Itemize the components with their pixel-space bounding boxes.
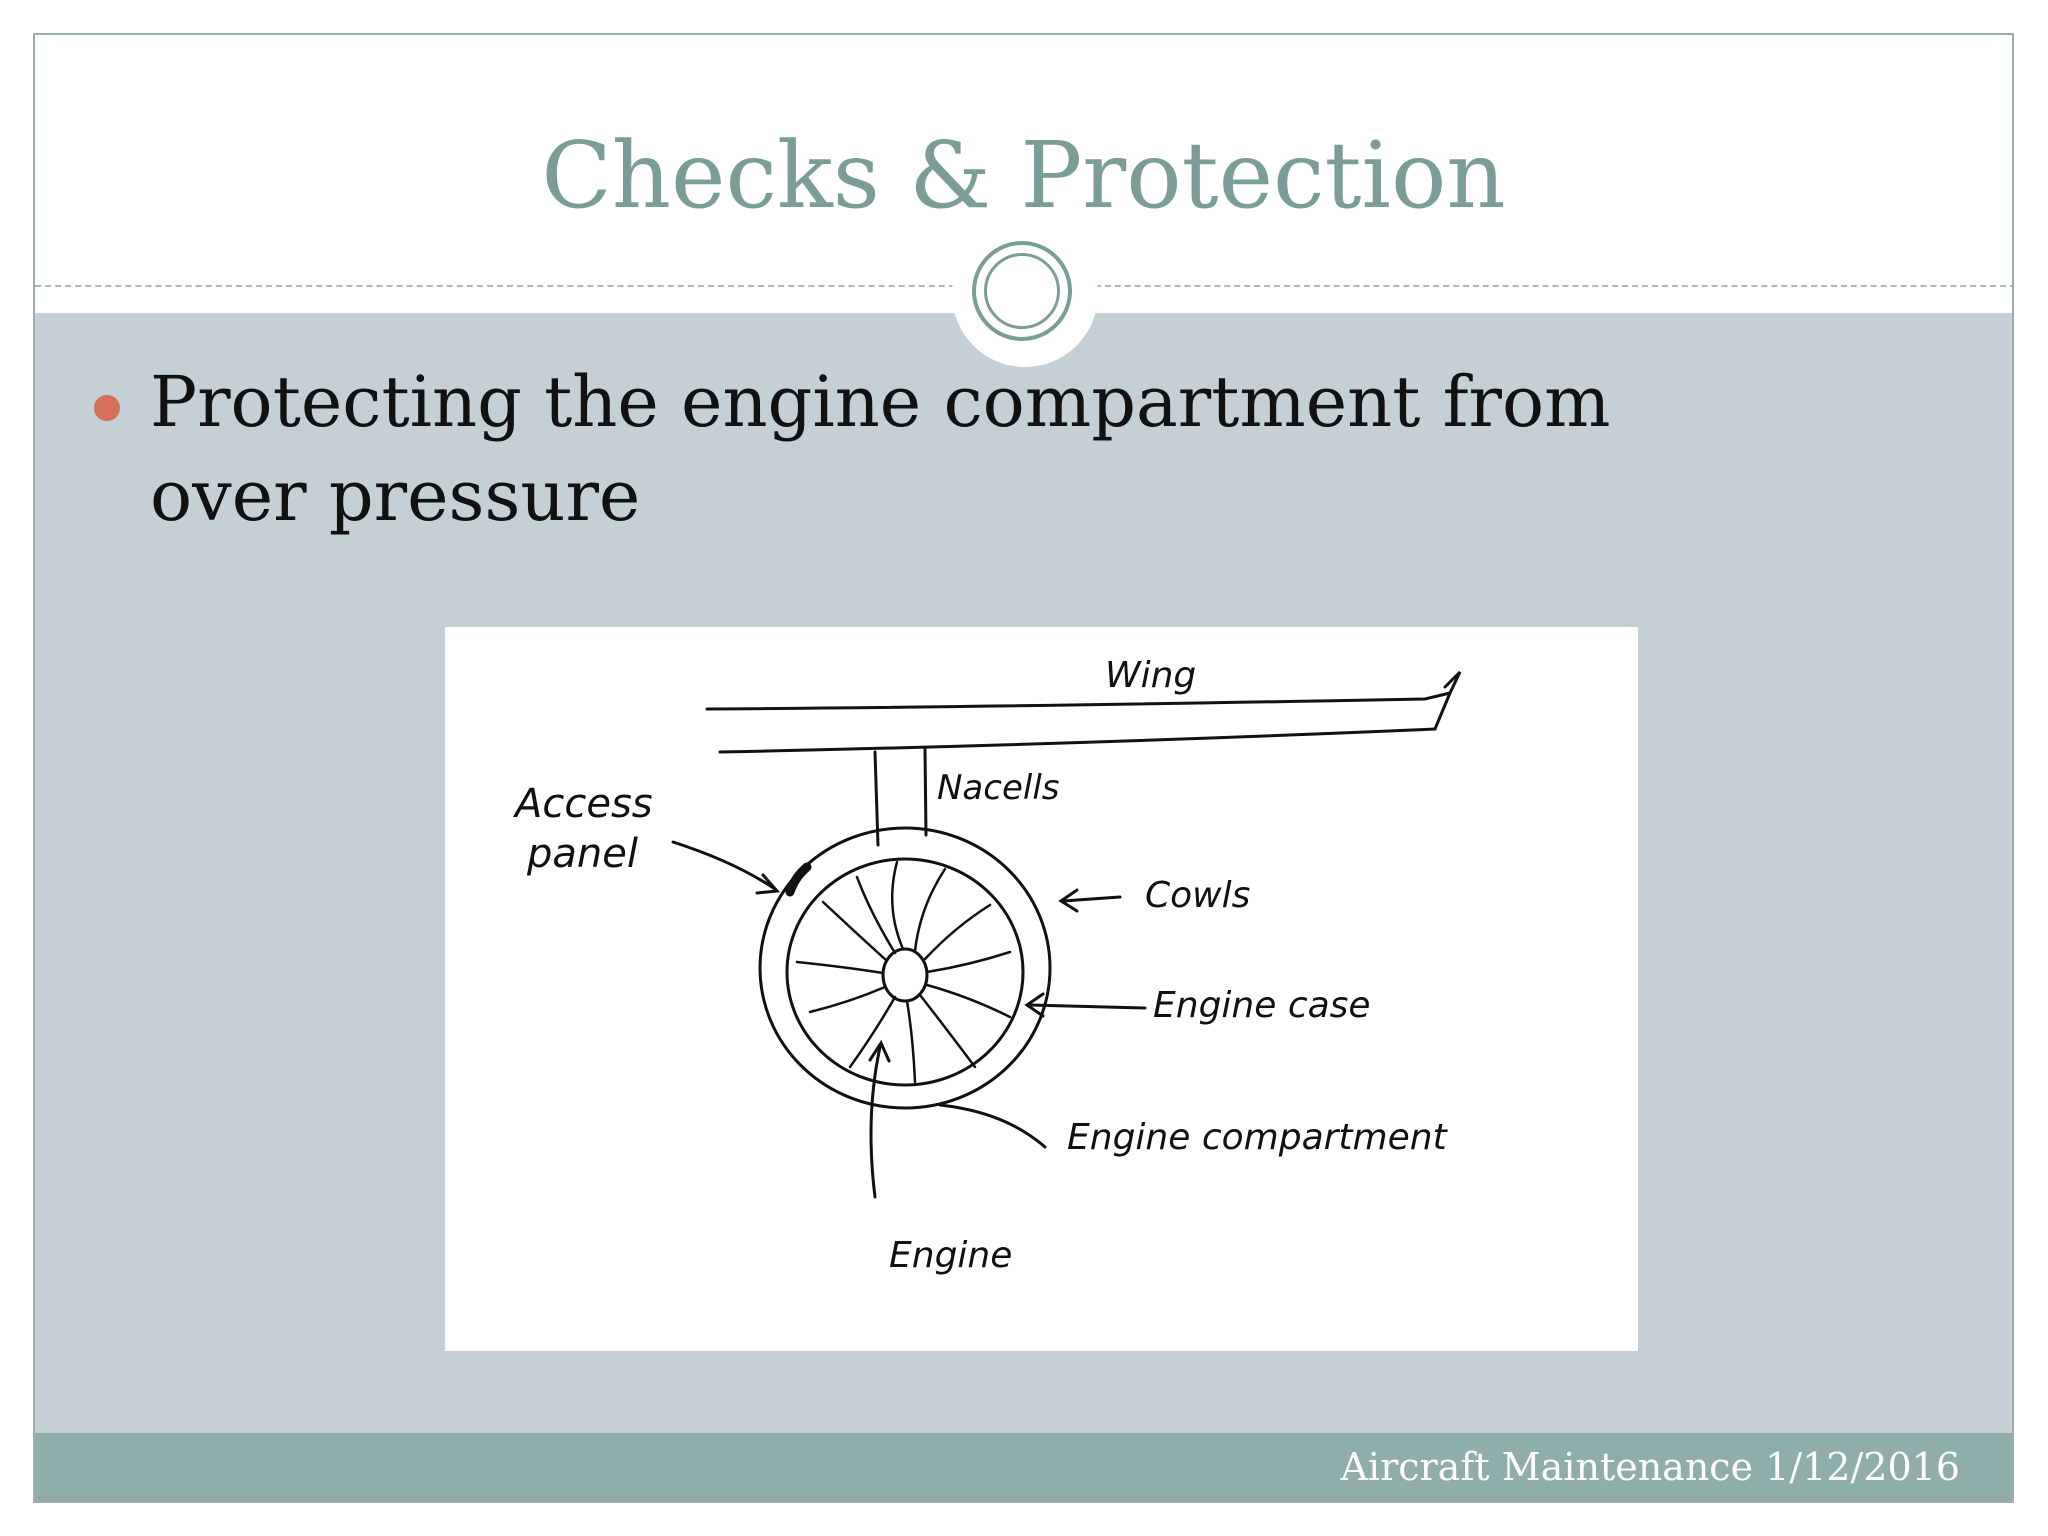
label-access-panel-line2: panel [526,831,638,877]
cowls-arrow [1061,895,1122,903]
cowl-outer [758,826,1052,1110]
label-engine: Engine [889,1235,1012,1276]
bullet-text: Protecting the engine compartment from o… [150,361,1611,537]
medallion-outer-ring [972,241,1072,341]
label-wing: Wing [1105,655,1196,696]
engine-arrow [869,1045,882,1199]
engine-hub [881,947,929,1003]
engine-diagram-svg: Wing Nacells Access panel Cowls Engine c… [512,655,1462,1276]
access-panel-arrow [671,840,777,891]
engine-blades [795,860,1012,1084]
label-access-panel-line1: Access [512,781,653,827]
engine-case [785,857,1025,1087]
engine-arrowhead [868,1039,891,1063]
engine-compartment-arrow [938,1103,1047,1149]
wing-tip [1433,670,1462,731]
footer-bar: Aircraft Maintenance 1/12/2016 [35,1433,2012,1501]
diagram-labels: Wing Nacells Access panel Cowls Engine c… [512,655,1449,1276]
label-cowls: Cowls [1145,875,1250,916]
slide-title: Checks & Protection [541,122,1506,229]
wing-upper-edge [705,691,1452,711]
title-divider-left [35,285,965,287]
access-panel-mark [785,862,812,897]
access-panel-arrowhead [755,873,781,895]
engine-diagram: Wing Nacells Access panel Cowls Engine c… [445,627,1638,1351]
slide: Checks & Protection Protecting the engin… [33,33,2014,1503]
wing-lower-edge [718,727,1437,754]
cowls-arrowhead [1058,888,1079,913]
label-nacelles: Nacells [937,768,1060,808]
divider-medallion [952,221,1098,367]
label-engine-case: Engine case [1153,985,1371,1026]
engine-case-arrow [1028,1003,1147,1010]
pylon-right [923,747,928,837]
engine-case-arrowhead [1024,992,1045,1018]
title-divider-right [1095,285,2012,287]
medallion-inner-ring [984,253,1060,329]
footer-text: Aircraft Maintenance 1/12/2016 [1340,1445,1960,1489]
bullet-icon [94,395,120,421]
label-engine-compartment: Engine compartment [1067,1117,1449,1158]
